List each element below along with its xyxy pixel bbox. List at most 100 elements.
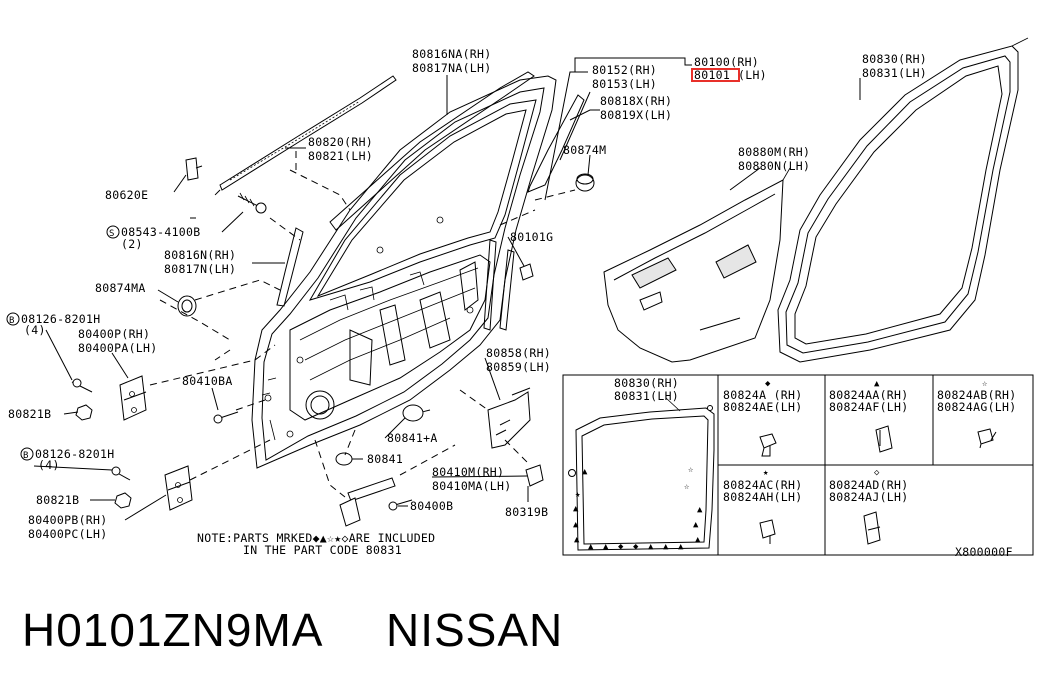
marker-triangle-icon: ▲ (588, 542, 594, 552)
triangle-filled-icon: ▲ (874, 379, 880, 389)
inset-label-80830-rh: 80830(RH) (614, 376, 679, 390)
part-labels: 80816NA(RH) 80817NA(LH) 80152(RH) 80153(… (6, 47, 1016, 559)
label-80153-lh: 80153(LH) (592, 77, 657, 91)
inset-clip-markers: ▲ ★ ▲ ▲ ▲ ▲ ▲ ◆ ◆ ▲ ▲ ▲ ▲ ▲ ▲ ☆ ☆ (573, 465, 703, 552)
label-80841A: 80841+A (387, 431, 438, 445)
star-outline-icon: ☆ (982, 379, 988, 389)
label-80831-lh: 80831(LH) (862, 66, 927, 80)
marker-triangle-icon: ▲ (693, 520, 699, 530)
label-80880N-lh: 80880N(LH) (738, 159, 810, 173)
label-80410M-rh: 80410M(RH) (432, 465, 504, 479)
label-08126-bottom-qty: (4) (38, 458, 60, 472)
marker-triangle-icon: ▲ (582, 467, 588, 477)
label-80410MA-lh: 80410MA(LH) (432, 479, 511, 493)
clip-80824AJ-lh: 80824AJ(LH) (829, 490, 908, 504)
dashed-alignment-lines (149, 150, 576, 498)
label-80830-rh: 80830(RH) (862, 52, 927, 66)
marker-star-icon: ★ (575, 490, 581, 500)
label-80101-code: 80101 (694, 68, 730, 82)
leader-lines (33, 57, 861, 521)
clip-80824AF-lh: 80824AF(LH) (829, 400, 908, 414)
label-80101-lh-suffix: (LH) (738, 68, 767, 82)
label-80101G: 80101G (510, 230, 553, 244)
label-80400PC-lh: 80400PC(LH) (28, 527, 107, 541)
highlight-box-80101 (691, 68, 740, 82)
marker-triangle-icon: ▲ (695, 535, 701, 545)
label-80874MA: 80874MA (95, 281, 146, 295)
b-marker-icon-bottom (20, 447, 34, 461)
clip-80824AC-rh: 80824AC(RH) (723, 478, 802, 492)
label-80817N-lh: 80817N(LH) (164, 262, 236, 276)
marker-triangle-icon: ▲ (574, 535, 580, 545)
note-line-1: NOTE:PARTS MRKED◆▲☆★◇ARE INCLUDED (197, 531, 435, 545)
label-80400PA-lh: 80400PA(LH) (78, 341, 157, 355)
label-80859-lh: 80859(LH) (486, 360, 551, 374)
label-80817NA-lh: 80817NA(LH) (412, 61, 491, 75)
s-marker-letter: S (109, 229, 115, 239)
marker-triangle-icon: ▲ (663, 542, 669, 552)
label-08126-top: 08126-8201H (21, 312, 100, 326)
trim-panel-drawing (603, 167, 791, 363)
moldings-drawing (219, 71, 585, 307)
clip-80824A-rh: 80824A (RH) (723, 388, 802, 402)
label-80816NA-rh: 80816NA(RH) (412, 47, 491, 61)
clip-80824AA-rh: 80824AA(RH) (829, 388, 908, 402)
label-80874M: 80874M (563, 143, 606, 157)
marker-star-outline-icon: ☆ (684, 482, 690, 492)
label-80816N-rh: 80816N(RH) (164, 248, 236, 262)
marker-triangle-icon: ▲ (573, 504, 579, 514)
clip-80824AB-rh: 80824AB(RH) (937, 388, 1016, 402)
clip-80824AD-rh: 80824AD(RH) (829, 478, 908, 492)
marker-diamond-icon: ◆ (633, 542, 639, 552)
b-marker-icon-top (6, 312, 20, 326)
label-80152-rh: 80152(RH) (592, 63, 657, 77)
small-parts-drawing (71, 157, 595, 527)
clip-80824AG-lh: 80824AG(LH) (937, 400, 1016, 414)
b-marker-letter-bottom: B (23, 451, 29, 461)
marker-triangle-icon: ▲ (648, 542, 654, 552)
star-filled-icon: ★ (763, 468, 769, 478)
marker-triangle-icon: ▲ (573, 520, 579, 530)
label-80818X-rh: 80818X(RH) (600, 94, 672, 108)
label-08126-bottom: 08126-8201H (35, 447, 114, 461)
marker-triangle-icon: ▲ (603, 542, 609, 552)
label-80821B-top: 80821B (8, 407, 51, 421)
label-80819X-lh: 80819X(LH) (600, 108, 672, 122)
clip-80824AE-lh: 80824AE(LH) (723, 400, 802, 414)
weatherstrip-drawing (777, 37, 1029, 363)
label-80410BA: 80410BA (182, 374, 233, 388)
label-80821B-bottom: 80821B (36, 493, 79, 507)
diamond-filled-icon: ◆ (765, 379, 771, 389)
diagram-code: X800000F (955, 545, 1013, 559)
label-08126-top-qty: (4) (24, 323, 46, 337)
inset-label-80831-lh: 80831(LH) (614, 389, 679, 403)
label-80100-rh: 80100(RH) (694, 55, 759, 69)
brand-name: NISSAN (386, 604, 563, 656)
label-80400PB-rh: 80400PB(RH) (28, 513, 107, 527)
label-08543-qty: (2) (121, 237, 143, 251)
marker-diamond-icon: ◆ (618, 542, 624, 552)
label-08543: 08543-4100B (121, 225, 200, 239)
label-80841: 80841 (367, 452, 403, 466)
label-80880M-rh: 80880M(RH) (738, 145, 810, 159)
clip-80824AH-lh: 80824AH(LH) (723, 490, 802, 504)
b-marker-letter-top: B (9, 316, 15, 326)
marker-triangle-icon: ▲ (678, 542, 684, 552)
part-number: H0101ZN9MA (22, 604, 323, 656)
label-80400B: 80400B (410, 499, 453, 513)
note-line-2: IN THE PART CODE 80831 (243, 543, 402, 557)
s-marker-icon (106, 225, 120, 239)
label-80858-rh: 80858(RH) (486, 346, 551, 360)
marker-triangle-icon: ▲ (697, 505, 703, 515)
inset-panel (562, 374, 1034, 556)
label-80400P-rh: 80400P(RH) (78, 327, 150, 341)
door-assembly-drawing (251, 75, 557, 469)
marker-star-outline-icon: ☆ (688, 465, 694, 475)
label-80820-rh: 80820(RH) (308, 135, 373, 149)
label-80319B: 80319B (505, 505, 548, 519)
diamond-outline-icon: ◇ (874, 468, 880, 478)
label-80620E: 80620E (105, 188, 148, 202)
label-80821-lh: 80821(LH) (308, 149, 373, 163)
